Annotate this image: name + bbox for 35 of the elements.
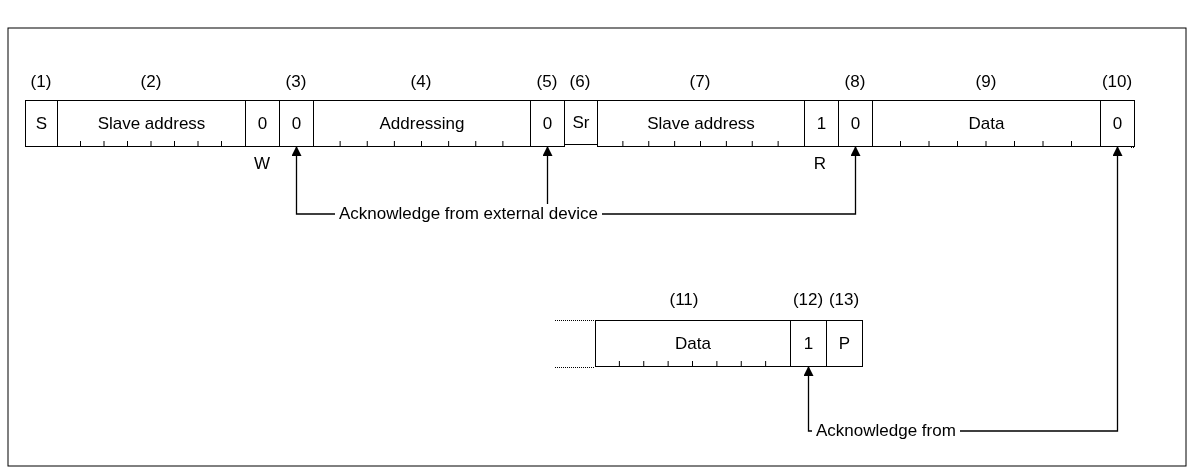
frame-field: 1 xyxy=(804,100,839,147)
field-label: (6) xyxy=(569,72,591,92)
arrow xyxy=(601,146,861,215)
frame-field: Data xyxy=(872,100,1101,147)
field-label: (4) xyxy=(410,72,432,92)
frame-field: 1 xyxy=(790,320,827,367)
frame-field: Slave address xyxy=(597,100,805,147)
frame-field: 0 xyxy=(838,100,873,147)
frame-field: Sr xyxy=(564,100,598,145)
frame-field: Data xyxy=(595,320,791,367)
field-label: (8) xyxy=(844,72,866,92)
field-label: (9) xyxy=(975,72,997,92)
field-label: (1) xyxy=(30,72,52,92)
field-label: (10) xyxy=(1101,72,1133,92)
frame-field: 0 xyxy=(245,100,280,147)
field-label: (11) xyxy=(669,290,699,310)
frame-field: S xyxy=(25,100,58,147)
arrow xyxy=(291,146,336,215)
field-label: (12) xyxy=(792,290,824,310)
frame-field: 0 xyxy=(279,100,314,147)
field-label: (13) xyxy=(828,290,860,310)
frame-field: 0 xyxy=(530,100,565,147)
frame-field: Slave address xyxy=(57,100,246,147)
field-label: (2) xyxy=(140,72,162,92)
frame-field: 0 xyxy=(1100,100,1135,147)
arrow xyxy=(959,146,1123,432)
arrow xyxy=(542,146,553,205)
field-label: R xyxy=(813,154,827,174)
frame-field: P xyxy=(826,320,863,367)
arrow xyxy=(803,366,814,432)
frame-field: Addressing xyxy=(313,100,531,147)
field-label: (5) xyxy=(536,72,558,92)
field-label: (3) xyxy=(285,72,307,92)
field-label: W xyxy=(254,154,270,174)
field-label: (7) xyxy=(689,72,711,92)
